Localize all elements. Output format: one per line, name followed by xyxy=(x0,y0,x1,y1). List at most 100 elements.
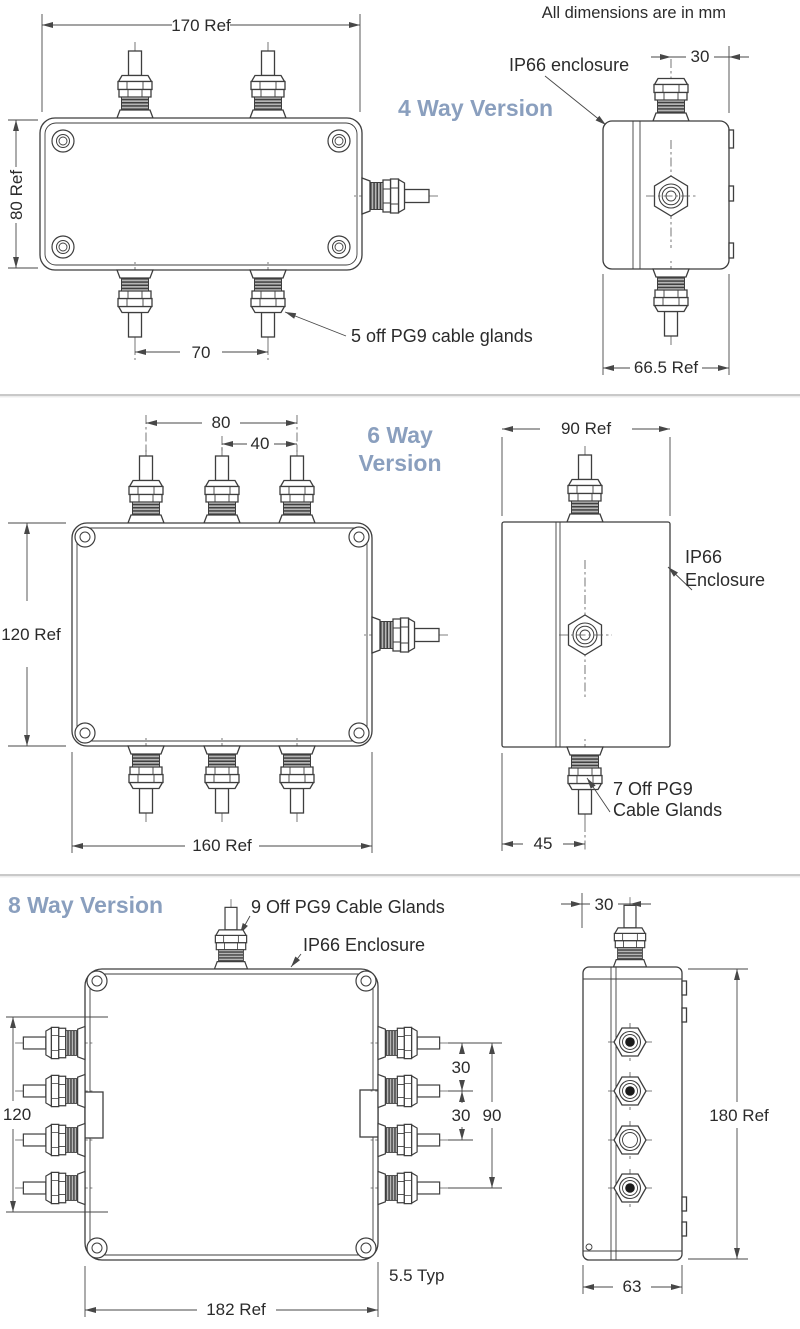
dim-inner-spacing: 40 xyxy=(222,434,297,453)
enclosure-callout-line2: Enclosure xyxy=(685,570,765,590)
six-way-side-view xyxy=(501,445,671,824)
corner-screw-icon xyxy=(348,526,370,548)
cable-gland-icon xyxy=(370,1025,449,1061)
dim-left-span: 120 xyxy=(3,1016,108,1213)
cable-gland-icon xyxy=(370,1170,449,1206)
eight-way-side-view xyxy=(582,896,688,1261)
glands-callout-line1: 7 Off PG9 xyxy=(613,779,693,799)
eight-way-title: 8 Way Version xyxy=(8,892,163,918)
section-divider xyxy=(0,874,800,876)
cable-gland-icon xyxy=(353,177,439,215)
cable-gland-icon xyxy=(370,1122,449,1158)
cable-gland-icon xyxy=(116,41,154,127)
section-divider-highlight xyxy=(0,396,800,398)
dim-height-label: 120 Ref xyxy=(1,625,61,644)
six-way-front-view xyxy=(71,522,373,747)
dim-bottom-offset: 45 xyxy=(501,753,586,853)
terminal-plate xyxy=(84,1091,104,1139)
corner-screw-icon xyxy=(86,970,108,992)
cable-gland-icon xyxy=(213,898,249,977)
dim-top-offset-label: 30 xyxy=(595,895,614,914)
enclosure-callout: IP66 Enclosure xyxy=(667,547,765,591)
corner-screw-icon xyxy=(355,1237,377,1259)
glands-callout-label: 9 Off PG9 Cable Glands xyxy=(251,897,445,917)
glands-callout: 7 Off PG9 Cable Glands xyxy=(586,777,722,820)
cable-gland-icon xyxy=(116,261,154,347)
four-way-section: 4 Way Version 170 Ref 80 Re xyxy=(7,14,749,377)
dim-left-span-label: 120 xyxy=(3,1105,31,1124)
dim-depth-label: 90 Ref xyxy=(561,419,611,438)
cable-gland-icon xyxy=(203,737,241,823)
corner-screw-icon xyxy=(355,970,377,992)
cable-gland-icon xyxy=(203,446,241,532)
dim-gland-offset: 30 xyxy=(651,46,749,113)
dim-width-label: 182 Ref xyxy=(206,1300,266,1319)
dim-depth-label: 63 xyxy=(623,1277,642,1296)
gland-end-view xyxy=(607,1022,653,1208)
corner-screw-icon xyxy=(327,235,351,259)
enclosure-callout-line1: IP66 xyxy=(685,547,722,567)
cable-gland-icon xyxy=(278,446,316,532)
dim-height-label: 80 Ref xyxy=(7,170,26,220)
four-way-front-view xyxy=(39,117,363,271)
glands-callout: 9 Off PG9 Cable Glands xyxy=(239,897,445,935)
terminal-plate xyxy=(359,1089,379,1138)
units-note: All dimensions are in mm xyxy=(542,4,726,22)
corner-screw-icon xyxy=(74,722,96,744)
cable-gland-icon xyxy=(14,1025,93,1061)
cable-gland-icon xyxy=(14,1073,93,1109)
dim-depth: 63 xyxy=(582,1265,683,1296)
dim-height: 120 Ref xyxy=(1,522,66,747)
corner-screw-icon xyxy=(86,1237,108,1259)
dim-width: 182 Ref 5.5 Typ xyxy=(84,1262,444,1319)
corner-screw-icon xyxy=(348,722,370,744)
section-divider-highlight xyxy=(0,876,800,878)
corner-screw-icon xyxy=(51,129,75,153)
dim-width: 170 Ref xyxy=(41,14,361,112)
cable-gland-icon xyxy=(652,58,690,130)
cable-gland-icon xyxy=(370,1073,449,1109)
dim-bottom-offset-label: 45 xyxy=(534,834,553,853)
dim-outer-spacing: 80 xyxy=(145,413,298,452)
dim-outer-spacing-label: 80 xyxy=(212,413,231,432)
dim-gland-stack: 30 30 90 xyxy=(448,1042,502,1189)
dim-height: 80 Ref xyxy=(7,119,38,269)
cable-gland-icon xyxy=(612,896,648,975)
corner-screw-icon xyxy=(74,526,96,548)
six-way-title-line1: 6 Way xyxy=(367,422,433,448)
dim-spacing-2-label: 30 xyxy=(452,1106,471,1125)
cable-gland-icon xyxy=(249,41,287,127)
dim-width-label: 170 Ref xyxy=(171,16,231,35)
dim-depth: 90 Ref xyxy=(501,419,671,516)
cable-gland-icon xyxy=(566,445,604,531)
dim-spacing-1-label: 30 xyxy=(452,1058,471,1077)
dim-top-offset: 30 xyxy=(561,893,651,928)
cable-gland-icon xyxy=(127,737,165,823)
dim-gland-offset-label: 30 xyxy=(691,47,710,66)
cable-gland-icon xyxy=(278,737,316,823)
corner-screw-icon xyxy=(51,235,75,259)
four-way-title: 4 Way Version xyxy=(398,95,553,121)
dim-corner-radius-label: 5.5 Typ xyxy=(389,1266,444,1285)
dim-depth: 66.5 Ref xyxy=(602,274,730,377)
enclosure-callout-label: IP66 enclosure xyxy=(509,55,629,75)
glands-callout-line2: Cable Glands xyxy=(613,800,722,820)
dim-width: 160 Ref xyxy=(71,752,373,855)
glands-callout-label: 5 off PG9 cable glands xyxy=(351,326,533,346)
six-way-section: 6 Way Version 80 40 xyxy=(1,413,765,855)
eight-way-section: 8 Way Version 9 Off PG9 Cable Glands IP6… xyxy=(3,892,769,1319)
dim-depth-label: 66.5 Ref xyxy=(634,358,699,377)
enclosure-callout-label: IP66 Enclosure xyxy=(303,935,425,955)
cable-gland-icon xyxy=(566,738,604,824)
six-way-title-line2: Version xyxy=(358,450,441,476)
cable-gland-icon xyxy=(249,261,287,347)
four-way-side-view xyxy=(602,58,735,346)
corner-screw-icon xyxy=(327,129,351,153)
dim-gland-spacing: 70 xyxy=(134,343,269,362)
section-divider xyxy=(0,394,800,396)
dim-inner-spacing-label: 40 xyxy=(251,434,270,453)
enclosure-callout: IP66 Enclosure xyxy=(290,935,425,968)
cable-gland-icon xyxy=(14,1122,93,1158)
